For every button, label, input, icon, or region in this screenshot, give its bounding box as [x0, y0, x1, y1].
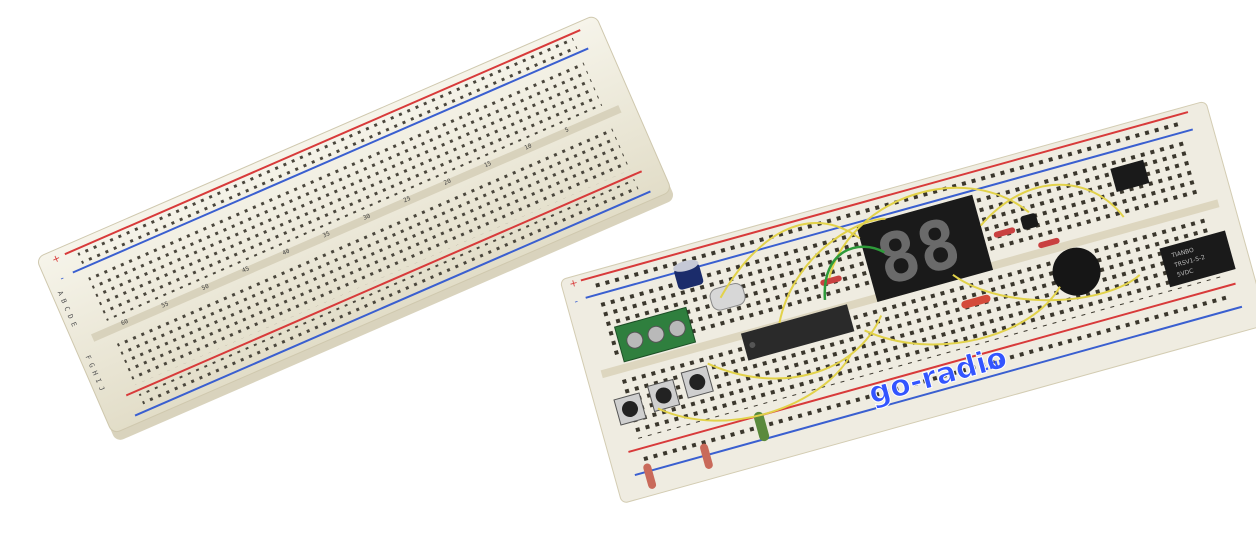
rail-red-bottom: [125, 170, 643, 397]
rail-blue-bottom: [134, 190, 651, 417]
rail-red-bottom-2: [628, 282, 1236, 453]
crystal-oscillator: [709, 283, 746, 311]
transistor: [1020, 213, 1039, 230]
col-num-4: 40: [281, 248, 291, 257]
rail-plus-left: +: [50, 253, 62, 266]
push-buttons: [613, 365, 714, 426]
rail-plus-right: +: [568, 278, 579, 291]
green-wire: [823, 245, 886, 301]
watermark-suffix: .ru: [982, 355, 1004, 374]
rail-red-top-2: [580, 111, 1189, 282]
col-num-2: 50: [201, 283, 211, 292]
col-num-0: 60: [120, 318, 130, 327]
relay-text-3: 5VDC: [1176, 268, 1194, 279]
eight-pin-chip: [1110, 159, 1150, 193]
col-num-8: 20: [443, 177, 453, 186]
rail-blue-bottom-2: [634, 305, 1243, 477]
col-num-9: 15: [483, 160, 493, 169]
jumper-wires: [657, 183, 1141, 422]
electrolytic-capacitor: [673, 259, 704, 290]
col-num-6: 30: [362, 212, 372, 221]
rail-minus-right: -: [573, 296, 580, 308]
buzzer: [1052, 247, 1101, 296]
screw-terminal: [613, 306, 697, 363]
col-num-3: 45: [241, 265, 251, 274]
col-num-11: 5: [564, 126, 570, 134]
rail-minus-left: -: [58, 273, 66, 285]
populated-breadboard: + -: [560, 101, 1256, 503]
col-num-7: 25: [402, 195, 412, 204]
empty-breadboard: A B C D E F G H I J + - 60 55 50 45 40 3…: [38, 16, 674, 440]
col-num-1: 55: [160, 300, 170, 309]
col-num-5: 35: [322, 230, 332, 239]
col-num-10: 10: [523, 142, 533, 151]
relay: TIANBO TRSV1-5-2 5VDC: [1159, 230, 1236, 288]
rail-blue-top: [72, 47, 589, 274]
rail-red-top: [64, 29, 581, 256]
column-numbers: 60 55 50 45 40 35 30 25 20 15 10 5: [120, 126, 570, 327]
microcontroller-chip: [740, 304, 855, 361]
